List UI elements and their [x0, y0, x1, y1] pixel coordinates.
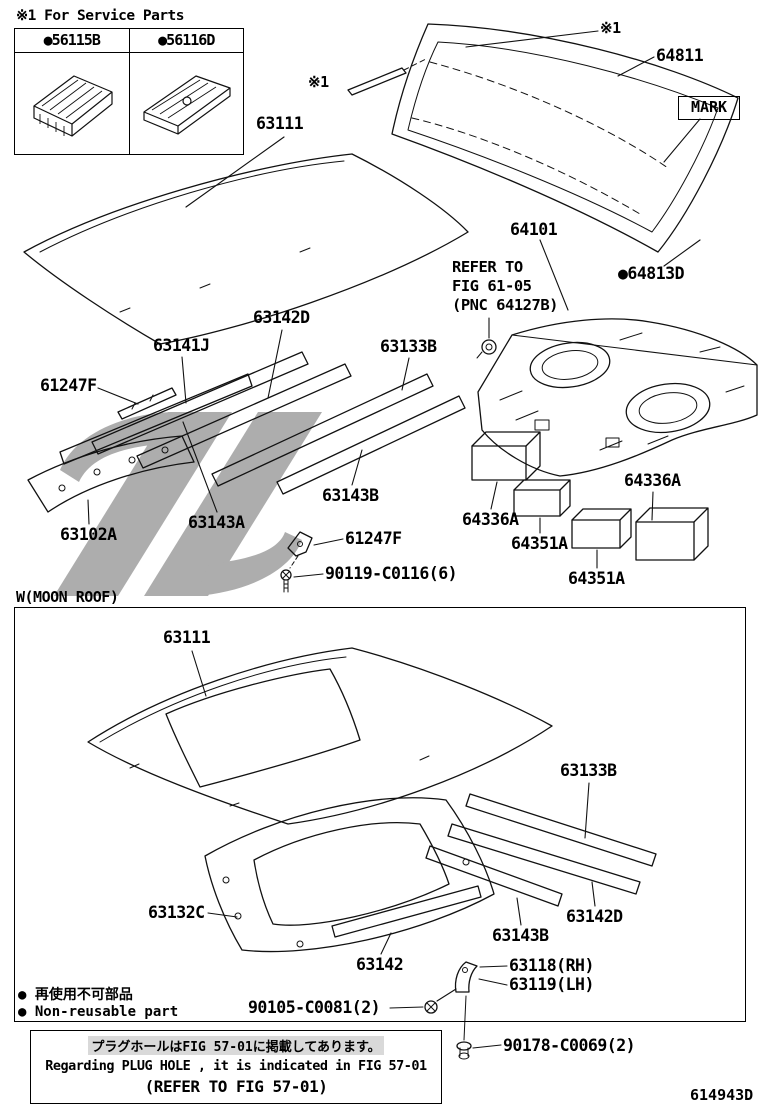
service-part-56115b-label: ●56115B: [15, 29, 129, 53]
refer-line-3: (PNC 64127B): [452, 296, 558, 314]
label-63119-lh: 63119(LH): [509, 975, 594, 994]
service-part-56116d-label: ●56116D: [129, 29, 243, 53]
plug-hole-note-box: プラグホールはFIG 57-01に掲載してあります。 Regarding PLU…: [30, 1030, 442, 1104]
label-64101: 64101: [510, 220, 558, 239]
label-61247f-upper: 61247F: [40, 376, 97, 395]
leader-lines: [87, 30, 701, 1049]
service-part-56116d-drawing: [130, 53, 244, 154]
silencer-pads-art: [471, 431, 709, 561]
figure-number: 614943D: [690, 1086, 754, 1104]
grommet-64127b-art: [476, 339, 497, 359]
label-63132c: 63132C: [148, 903, 205, 922]
label-63141j: 63141J: [153, 336, 210, 355]
service-parts-note: ※1 For Service Parts: [16, 8, 185, 24]
roof-panel-art: [23, 153, 469, 345]
refer-line-2: FIG 61-05: [452, 277, 532, 295]
label-63143b-main: 63143B: [322, 486, 379, 505]
label-63142d-main: 63142D: [253, 308, 310, 327]
drain-bracket-art: [424, 961, 478, 1060]
label-90119-bolt: 90119-C0116(6): [325, 564, 458, 583]
upper-back-panel-art: [477, 318, 758, 477]
refer-to-block: REFER TO FIG 61-05 (PNC 64127B): [452, 258, 558, 315]
label-63143a: 63143A: [188, 513, 245, 532]
label-ref1-left: ※1: [308, 73, 329, 91]
moonroof-section-title: W(MOON ROOF): [16, 588, 119, 606]
watermark-logo: [54, 412, 322, 596]
sunroof-frame-art: [204, 797, 495, 953]
mark-box: MARK: [678, 96, 740, 120]
service-part-56115b: ●56115B: [15, 29, 129, 154]
label-61247f-lower: 61247F: [345, 529, 402, 548]
label-64813d: ●64813D: [618, 264, 685, 283]
back-glass-art: [347, 23, 739, 253]
label-63118-rh: 63118(RH): [509, 956, 594, 975]
refer-line-1: REFER TO: [452, 258, 523, 276]
label-63143b-moonroof: 63143B: [492, 926, 549, 945]
label-ref1-top: ※1: [600, 19, 621, 37]
label-63142: 63142: [356, 955, 404, 974]
label-64811: 64811: [656, 46, 704, 65]
moonroof-bows-art: [425, 793, 657, 907]
label-64351a-1: 64351A: [511, 534, 568, 553]
service-part-56116d: ●56116D: [128, 29, 244, 154]
moonroof-roof-panel-art: [87, 647, 553, 825]
label-90178-clip: 90178-C0069(2): [503, 1036, 636, 1055]
label-63111-main: 63111: [256, 114, 304, 133]
plug-hole-note-jp: プラグホールはFIG 57-01に掲載してあります。: [88, 1036, 384, 1055]
legend-non-reusable-en: ● Non-reusable part: [18, 1004, 179, 1020]
label-64351a-2: 64351A: [568, 569, 625, 588]
service-part-56115b-drawing: [15, 53, 129, 154]
plug-hole-note-en: Regarding PLUG HOLE , it is indicated in…: [45, 1058, 427, 1074]
label-64336a-2: 64336A: [624, 471, 681, 490]
plug-hole-note-refer: (REFER TO FIG 57-01): [144, 1077, 328, 1096]
moonroof-section-box: [14, 607, 746, 1022]
label-90105-screw: 90105-C0081(2): [248, 998, 381, 1017]
label-63133b-moonroof: 63133B: [560, 761, 617, 780]
label-63102a: 63102A: [60, 525, 117, 544]
label-63111-moonroof: 63111: [163, 628, 211, 647]
label-64336a-1: 64336A: [462, 510, 519, 529]
label-63133b-main: 63133B: [380, 337, 437, 356]
service-parts-table: ●56115B ●56116D: [14, 28, 244, 155]
label-63142d-moonroof: 63142D: [566, 907, 623, 926]
legend-non-reusable-jp: ● 再使用不可部品: [18, 987, 133, 1003]
